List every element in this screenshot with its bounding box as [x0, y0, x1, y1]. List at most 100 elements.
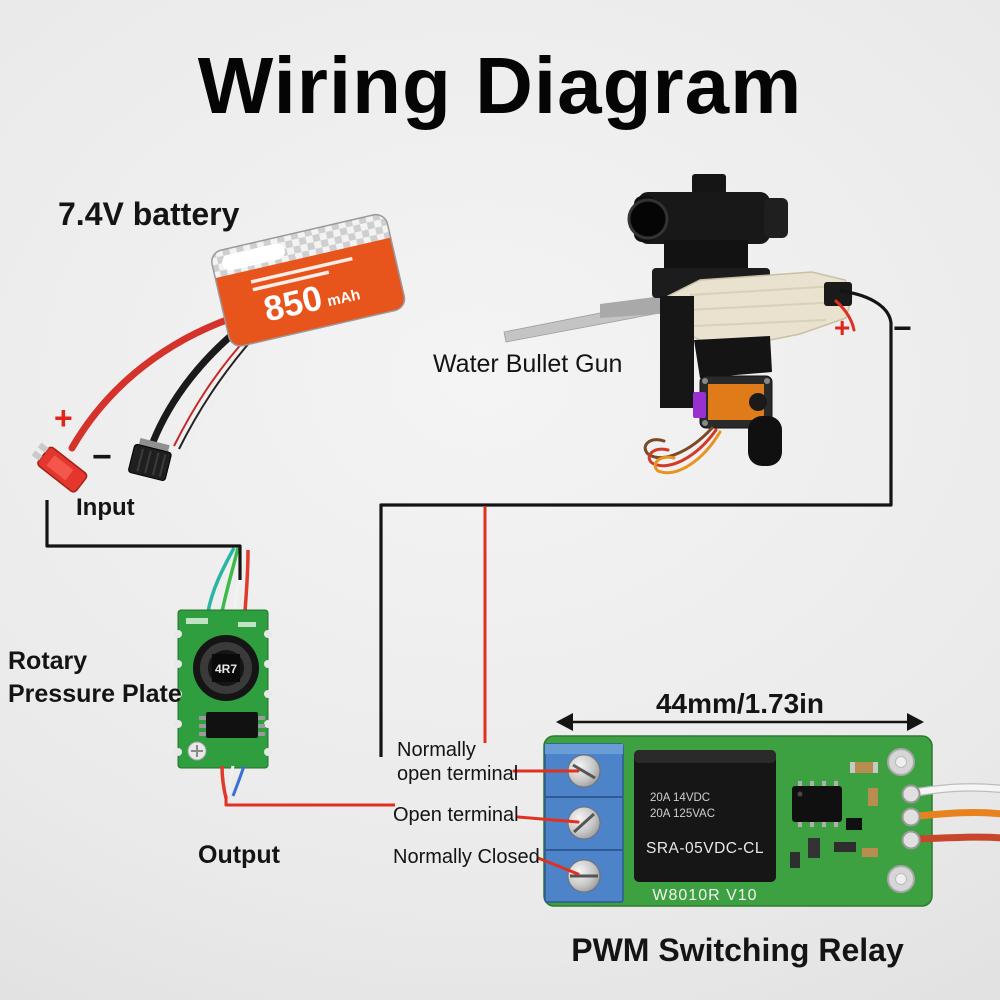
module-wire-red	[243, 549, 250, 613]
inductor-value-text: 4R7	[215, 662, 237, 676]
normally-closed-label: Normally Closed	[393, 846, 540, 868]
ic-pin	[258, 716, 265, 720]
terminal-block-top	[545, 744, 623, 754]
screw-slot	[572, 812, 596, 834]
gun-plus-stub	[834, 299, 856, 332]
battery-pack: 850 mAh	[209, 212, 407, 349]
black-connector-ridge	[144, 450, 152, 474]
inductor-ring	[200, 642, 252, 694]
ic-pin	[258, 724, 265, 728]
dimension-label: 44mm/1.73in	[655, 688, 825, 719]
solder-pad	[901, 830, 921, 850]
black-connector-crimp	[138, 437, 170, 454]
relay-rating-2: 20A 125VAC	[650, 808, 715, 820]
module-wire-green	[220, 547, 240, 613]
ic-pin	[834, 781, 838, 787]
relay-case-top	[634, 750, 776, 763]
scope-tube	[638, 192, 770, 244]
smd-resistor	[868, 788, 878, 806]
servo-shaft	[749, 393, 767, 411]
screw-slot	[572, 763, 596, 780]
gun-label: Water Bullet Gun	[433, 350, 623, 378]
battery-red-wire	[68, 314, 236, 452]
output-wire	[224, 796, 395, 807]
balance-wire-black	[178, 334, 257, 450]
red-connector-pin	[31, 450, 43, 461]
module-edge-notches	[174, 630, 272, 756]
normally-open-label: Normally open terminal	[397, 738, 518, 786]
gun-gearbox	[694, 336, 772, 378]
module-out-wire-blue	[231, 765, 246, 797]
gun-minus-wire	[379, 289, 893, 757]
gun-bracket	[660, 296, 694, 408]
smd-capacitor	[790, 852, 800, 868]
purple-component	[693, 392, 706, 418]
scope-lens	[627, 198, 669, 240]
battery-black-wire	[146, 324, 244, 454]
gun-minus-sign: −	[893, 310, 912, 346]
ic-pin	[810, 781, 814, 787]
mounting-hole-center	[895, 756, 907, 768]
gun-body-ridge	[687, 301, 841, 311]
red-connector	[31, 442, 88, 493]
battery-minus-sign: −	[92, 438, 112, 476]
rotary-label-line2: Pressure Plate	[8, 679, 182, 708]
relay-case	[634, 750, 776, 882]
ic-body	[792, 786, 842, 822]
pcb-notch	[174, 690, 182, 698]
ic-pin	[258, 732, 265, 736]
inductor-core	[212, 654, 240, 682]
smd-capacitor	[808, 838, 820, 858]
red-connector-pin	[37, 442, 49, 453]
rotary-module-label: Rotary Pressure Plate	[8, 645, 182, 710]
ic-pin	[199, 724, 206, 728]
mounting-hole-center	[895, 873, 907, 885]
battery-illustration: 850 mAh	[31, 212, 407, 493]
ic-pin	[798, 821, 802, 827]
balance-wire-white	[183, 337, 261, 453]
input-wire	[45, 500, 242, 580]
relay-board-illustration: 20A 14VDC 20A 125VAC SRA-05VDC-CL W8010R…	[543, 713, 1000, 907]
open-terminal-label: Open terminal	[393, 804, 519, 826]
signal-wire-orange	[917, 809, 1000, 820]
signal-wires	[901, 783, 1000, 850]
arrowhead-right	[907, 713, 924, 731]
signal-wire-white	[917, 784, 1000, 795]
solder-pad	[901, 807, 921, 827]
servo-screw	[764, 378, 770, 384]
module-ic	[206, 712, 258, 738]
ic-dot	[797, 791, 803, 797]
battery-label: 7.4V battery	[58, 196, 240, 232]
black-connector-ridge	[158, 454, 167, 478]
open-pointer-line	[516, 815, 580, 824]
servo-wire-brown	[643, 426, 714, 460]
pcb-notch	[174, 720, 182, 728]
relay-component: 20A 14VDC 20A 125VAC SRA-05VDC-CL	[634, 750, 776, 882]
smd-resistor	[852, 762, 876, 773]
ic-pin	[810, 821, 814, 827]
pcb-notch	[174, 660, 182, 668]
servo-screw	[702, 378, 708, 384]
battery-outline	[211, 213, 406, 347]
normally-open-line1: Normally	[397, 739, 476, 761]
ic-pin	[822, 821, 826, 827]
battery-orange-band	[215, 237, 407, 349]
servo-wire-orange	[653, 430, 722, 475]
black-connector	[128, 437, 172, 482]
smd-cap-end	[850, 762, 855, 773]
dimension-arrow	[556, 713, 924, 731]
servo-horn-cylinder	[748, 416, 782, 466]
pcb-notch	[264, 748, 272, 756]
servo-screw	[702, 420, 708, 426]
smd-resistor	[834, 842, 856, 852]
pcb-notch	[264, 630, 272, 638]
nc-pointer-line	[536, 856, 580, 876]
gun-wire-port	[824, 282, 852, 306]
black-connector-ridge	[151, 452, 160, 476]
module-silkscreen-mark	[238, 622, 256, 627]
pcb-notch	[174, 748, 182, 756]
battery-text-line	[252, 270, 330, 292]
pcb-notch	[264, 660, 272, 668]
red-connector-notch	[46, 455, 74, 481]
